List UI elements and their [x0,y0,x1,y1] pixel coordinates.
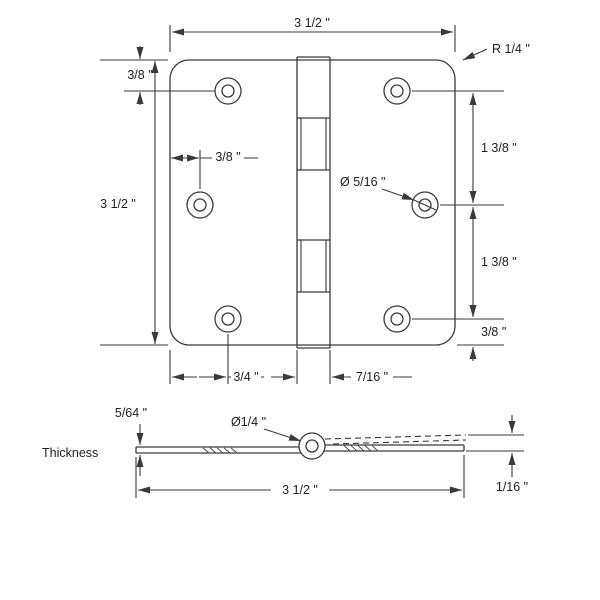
dashed-leaf-position [324,434,467,445]
dim-end-offset: 1/16 " [496,480,528,494]
dim-upper-hole-spacing: 1 3/8 " [481,141,517,155]
hinge-top-view [169,56,456,349]
dim-lower-hole-spacing: 1 3/8 " [481,255,517,269]
dim-side-length: 3 1/2 " [282,483,318,497]
dim-hole-diameter: Ø 5/16 " [340,175,385,189]
hinge-plate-outline [169,59,456,346]
screw-hole [214,77,242,105]
thickness-label: Thickness [42,446,98,460]
top-view-dimensions: 3 1/2 " R 1/4 " 3/8 " 3 1/2 " 3/8 " Ø 5/… [100,16,530,384]
dim-left-hole-offset: 3/8 " [215,150,240,164]
dim-pin-diameter: Ø1/4 " [231,415,266,429]
dim-knuckle-width: 7/16 " [356,370,388,384]
dim-height: 3 1/2 " [100,197,136,211]
dim-top-hole-offset: 3/8 " [127,68,152,82]
dim-top-width: 3 1/2 " [294,16,330,30]
dim-bottom-hole-offset: 3/8 " [481,325,506,339]
hatch-marks [202,445,378,453]
screw-hole [383,305,411,333]
screw-hole [383,77,411,105]
screw-hole [186,191,214,219]
hinge-side-view [135,432,467,460]
side-view-dimensions: 5/64 " Thickness Ø1/4 " 3 1/2 " 1/16 " [42,406,528,498]
dim-edge-to-hole: 3/4 " [233,370,258,384]
hinge-knuckle [296,56,331,349]
dim-thickness-value: 5/64 " [115,406,147,420]
dim-corner-radius: R 1/4 " [492,42,530,56]
screw-hole [214,305,242,333]
pin-barrel [298,432,326,460]
